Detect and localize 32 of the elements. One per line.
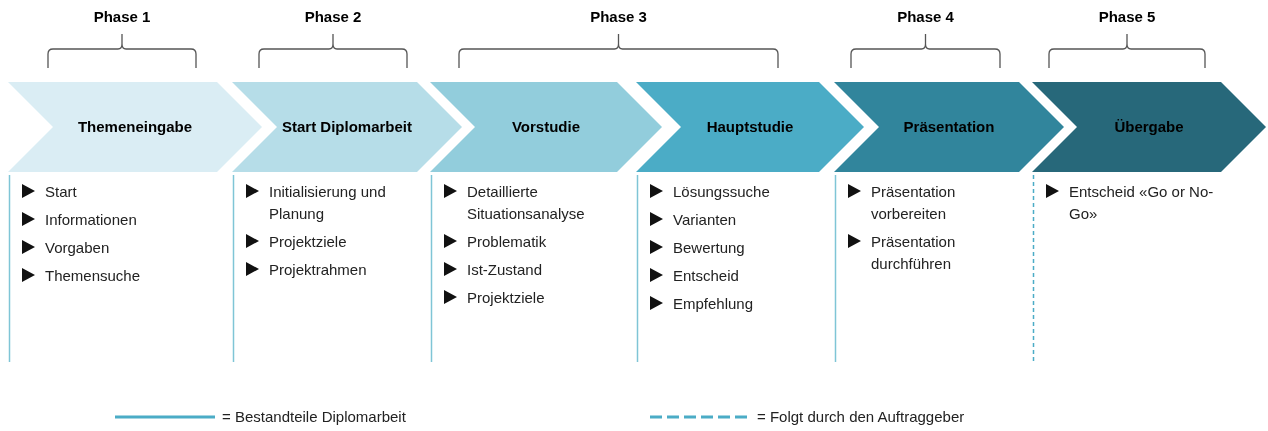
phase-title: Übergabe	[1113, 117, 1185, 137]
list-item: Projektrahmen	[269, 260, 367, 280]
list-item: Varianten	[673, 210, 737, 230]
list-item: Projektziele	[269, 232, 347, 252]
list-item: Präsentation durchführen	[871, 232, 957, 274]
phase-label: Phase 1	[92, 8, 152, 25]
list-item: Detaillierte Situationsanalyse	[467, 182, 586, 224]
list-item: Problematik	[467, 232, 547, 252]
list-item: Ist-Zustand	[467, 260, 543, 280]
list-item: Entscheid «Go or No-Go»	[1069, 182, 1215, 224]
list-item: Vorgaben	[45, 238, 110, 258]
list-item: Bewertung	[673, 238, 745, 258]
list-item: Start	[45, 182, 77, 202]
phase-label: Phase 5	[1097, 8, 1157, 25]
phase-title: Themeneingabe	[76, 117, 194, 137]
phase-label: Phase 2	[303, 8, 363, 25]
phase-title: Start Diplomarbeit	[281, 117, 413, 137]
list-item: Themensuche	[45, 266, 141, 286]
list-item: Projektziele	[467, 288, 545, 308]
list-item: Empfehlung	[673, 294, 754, 314]
list-item: Informationen	[45, 210, 137, 230]
list-item: Präsentation vorbereiten	[871, 182, 957, 224]
legend-text: = Bestandteile Diplomarbeit	[222, 408, 406, 425]
list-item: Entscheid	[673, 266, 739, 286]
phase-title: Hauptstudie	[705, 117, 795, 137]
phase-label: Phase 4	[896, 8, 955, 25]
list-item: Lösungssuche	[673, 182, 770, 202]
legend-text: = Folgt durch den Auftraggeber	[757, 408, 965, 425]
phase-title: Vorstudie	[510, 117, 582, 137]
phase-label: Phase 3	[589, 8, 648, 25]
list-item: Initialisierung und Planung	[269, 182, 387, 224]
phase-title: Präsentation	[902, 117, 996, 137]
